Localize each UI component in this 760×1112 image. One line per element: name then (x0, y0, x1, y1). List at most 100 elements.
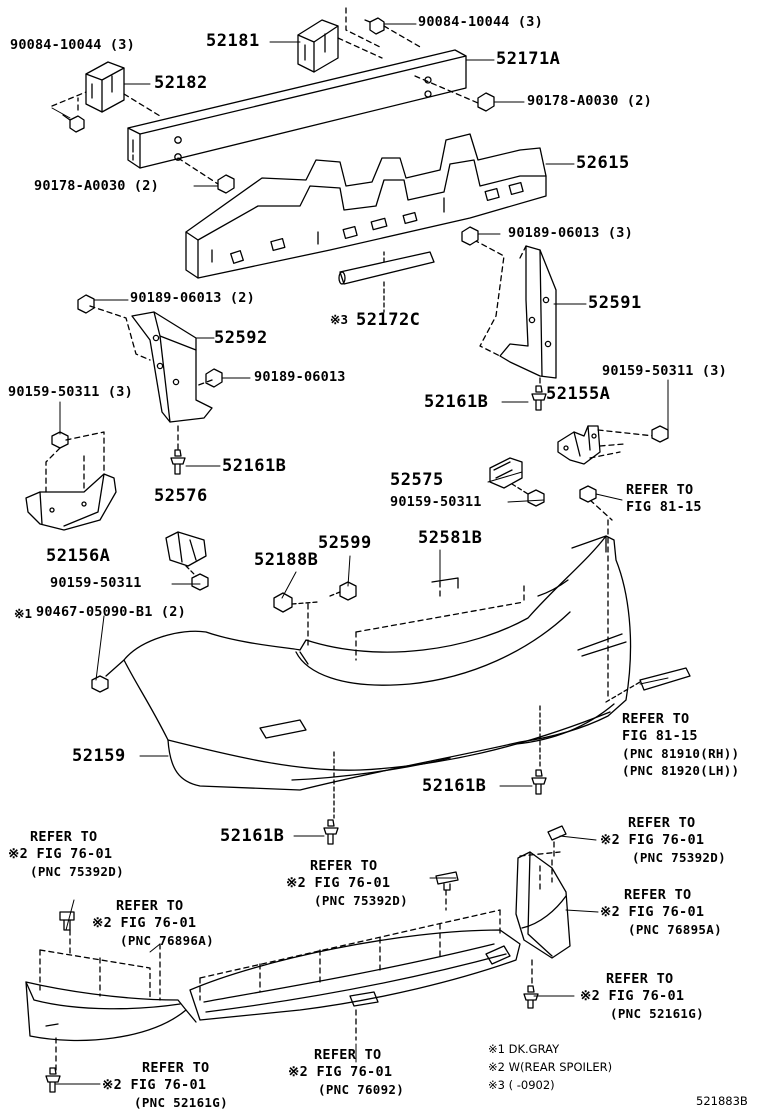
refer-line: REFER TO (628, 815, 696, 831)
refer-pnc-52161g-left: REFER TO ※2 FIG 76-01 (PNC 52161G) (102, 1060, 228, 1111)
label-52188B: 52188B (254, 550, 319, 570)
note-2: ※2 W(REAR SPOILER) (488, 1060, 613, 1074)
label-90159-3-right: 90159-50311 (3) (602, 363, 727, 379)
refer-line: ※2 FIG 76-01 (600, 832, 705, 848)
clip-75392-mid (435, 871, 459, 891)
refer-pnc-76092: REFER TO ※2 FIG 76-01 (PNC 76092) (288, 1047, 404, 1098)
refer-line: REFER TO (142, 1060, 210, 1076)
leaders-spoiler-center (199, 889, 501, 1041)
clip-52161G-right (523, 985, 539, 1009)
label-90189-3: 90189-06013 (3) (508, 225, 633, 241)
label-52161B-lower-right: 52161B (422, 776, 487, 796)
label-52576: 52576 (154, 486, 208, 506)
label-52172C: 52172C (356, 310, 421, 330)
refer-pnc-75392d-left: REFER TO ※2 FIG 76-01 (PNC 75392D) (8, 829, 124, 880)
clip-52161B-left (170, 449, 186, 475)
clip-52161B-bottom-left (323, 751, 339, 845)
refer-pnc-76895a: REFER TO ※2 FIG 76-01 (PNC 76895A) (600, 887, 722, 938)
refer-fig-81-15-top: REFER TO FIG 81-15 (626, 482, 702, 516)
label-leaders (51, 23, 669, 1085)
refer-line: REFER TO (30, 829, 98, 845)
refer-line: ※2 FIG 76-01 (286, 875, 391, 891)
refer-line: ※2 FIG 76-01 (580, 988, 685, 1004)
leaders-52592 (89, 305, 213, 453)
label-52182: 52182 (154, 73, 208, 93)
bracket-52575 (489, 457, 523, 489)
refer-line: REFER TO (314, 1047, 382, 1063)
clip-81-15-top (579, 485, 597, 503)
refer-line: ※2 FIG 76-01 (92, 915, 197, 931)
label-52159: 52159 (72, 746, 126, 766)
refer-pnc-76896a: REFER TO ※2 FIG 76-01 (PNC 76896A) (92, 898, 214, 949)
refer-fig-81-15-right: REFER TO FIG 81-15 (PNC 81910(RH)) (PNC … (622, 711, 739, 779)
label-90159-3-left: 90159-50311 (3) (8, 384, 133, 400)
refer-line: (PNC 81910(RH)) (622, 746, 740, 761)
label-90467: 90467-05090-B1 (2) (36, 604, 186, 620)
refer-line: (PNC 76092) (318, 1082, 405, 1097)
note-3: ※3 ( -0902) (488, 1078, 555, 1092)
figure-code: 521883B (696, 1094, 748, 1108)
refer-line: REFER TO (116, 898, 184, 914)
refer-line: REFER TO (622, 711, 690, 727)
clip-52161B-bottom-right (531, 705, 547, 795)
bolt-90159-right (651, 425, 669, 443)
label-52171A: 52171A (496, 49, 561, 69)
refer-line: FIG 81-15 (626, 499, 702, 515)
label-52591: 52591 (588, 293, 642, 313)
label-52592: 52592 (214, 328, 268, 348)
label-90189-2: 90189-06013 (2) (130, 290, 255, 306)
label-52172C-mark: ※3 (330, 312, 348, 327)
nuts-90189 (77, 226, 479, 388)
spoiler-center (185, 929, 521, 1023)
label-90189-1: 90189-06013 (254, 369, 346, 385)
label-90084-top-left: 90084-10044 (3) (10, 37, 135, 53)
bracket-52182 (85, 61, 125, 113)
refer-line: (PNC 75392D) (30, 864, 124, 879)
refer-line: (PNC 76896A) (120, 933, 214, 948)
bolt-52576 (191, 573, 209, 591)
bracket-52156A (25, 473, 117, 531)
bumper-cover (123, 535, 632, 791)
refer-line: (PNC 76895A) (628, 922, 722, 937)
bracket-52181 (297, 19, 339, 73)
refer-line: ※2 FIG 76-01 (102, 1077, 207, 1093)
refer-line: REFER TO (624, 887, 692, 903)
bumper-reinforcement-beam (127, 49, 467, 169)
retainer-52591 (499, 245, 557, 379)
refer-line: REFER TO (310, 858, 378, 874)
label-52156A: 52156A (46, 546, 111, 566)
refer-pnc-75392d-mid: REFER TO ※2 FIG 76-01 (PNC 75392D) (286, 858, 408, 909)
refer-line: (PNC 52161G) (134, 1095, 228, 1110)
refer-line: (PNC 52161G) (610, 1006, 704, 1021)
refer-line: REFER TO (606, 971, 674, 987)
retainer-52592 (131, 311, 213, 423)
clip-52161G-left (45, 1067, 61, 1093)
label-52181: 52181 (206, 31, 260, 51)
refer-line: ※2 FIG 76-01 (600, 904, 705, 920)
refer-line: (PNC 81920(LH)) (622, 763, 740, 778)
refer-line: REFER TO (626, 482, 694, 498)
refer-pnc-52161g-right: REFER TO ※2 FIG 76-01 (PNC 52161G) (580, 971, 704, 1022)
refer-line: (PNC 75392D) (632, 850, 726, 865)
label-90467-mark: ※1 (14, 606, 32, 621)
refer-line: (PNC 75392D) (314, 893, 408, 908)
part-52581B (431, 577, 459, 589)
leaders-spoiler-left (39, 929, 161, 1071)
label-90084-top-right: 90084-10044 (3) (418, 14, 543, 30)
label-90178-right: 90178-A0030 (2) (527, 93, 652, 109)
spoiler-left (25, 981, 187, 1042)
leaders-spoiler-right (519, 841, 561, 985)
leaders-52156A (45, 431, 105, 493)
note-1: ※1 DK.GRAY (488, 1042, 560, 1056)
label-52575: 52575 (390, 470, 444, 490)
part-52188B (273, 592, 293, 613)
pipe-52172C (338, 251, 435, 313)
energy-absorber (185, 133, 547, 279)
label-52155A: 52155A (546, 384, 611, 404)
leaders-bumper (307, 499, 613, 701)
label-90159-left: 90159-50311 (50, 575, 142, 591)
bracket-52155A (557, 425, 601, 465)
label-52581B: 52581B (418, 528, 483, 548)
